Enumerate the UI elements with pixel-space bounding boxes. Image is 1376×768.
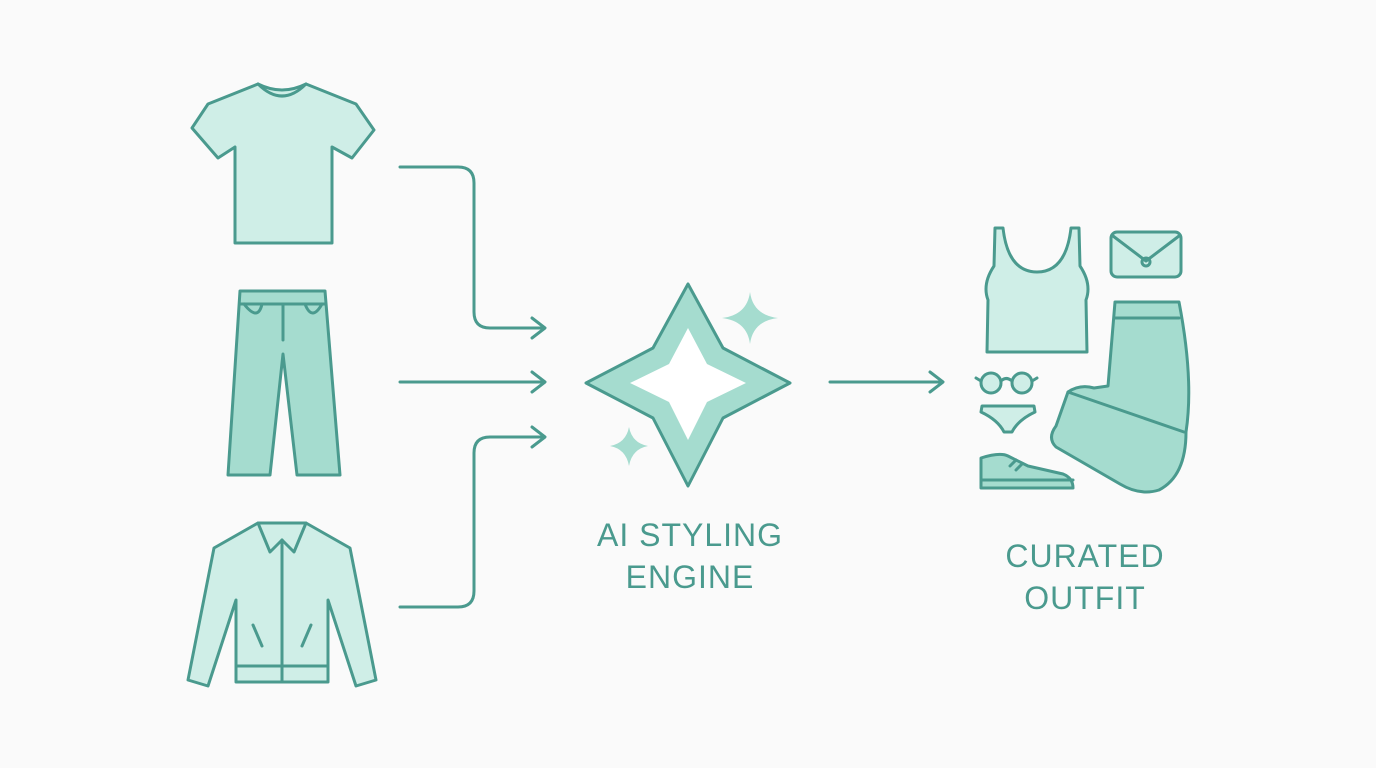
- tank-top-icon: [984, 226, 1090, 354]
- arrowhead-top: [530, 316, 547, 340]
- small-sparkle-bottom: [610, 427, 648, 466]
- input-connectors: [398, 165, 547, 609]
- outfit-label-line-2: OUTFIT: [1024, 580, 1146, 616]
- sneaker-icon: [979, 452, 1075, 490]
- clutch-bag-icon: [1109, 230, 1183, 279]
- engine-label: AI STYLING ENGINE: [560, 514, 820, 598]
- connector-bottom: [398, 435, 545, 609]
- sunglasses-icon: [974, 371, 1039, 395]
- t-shirt-icon: [190, 82, 376, 245]
- arrowhead-middle: [530, 370, 547, 394]
- small-sparkle-top: [722, 292, 778, 344]
- arrowhead-bottom: [530, 425, 547, 449]
- connector-top: [398, 165, 545, 330]
- output-arrow: [828, 370, 945, 394]
- outfit-label: CURATED OUTFIT: [960, 535, 1210, 619]
- bikini-bottom-icon: [979, 404, 1037, 434]
- engine-label-line-2: ENGINE: [625, 559, 755, 595]
- outfit-label-line-1: CURATED: [1005, 538, 1165, 574]
- sparkle-icon: [584, 282, 792, 488]
- engine-label-line-1: AI STYLING: [596, 517, 784, 553]
- jeans-icon: [226, 289, 342, 477]
- trousers-icon: [1050, 300, 1191, 494]
- jacket-icon: [186, 521, 378, 688]
